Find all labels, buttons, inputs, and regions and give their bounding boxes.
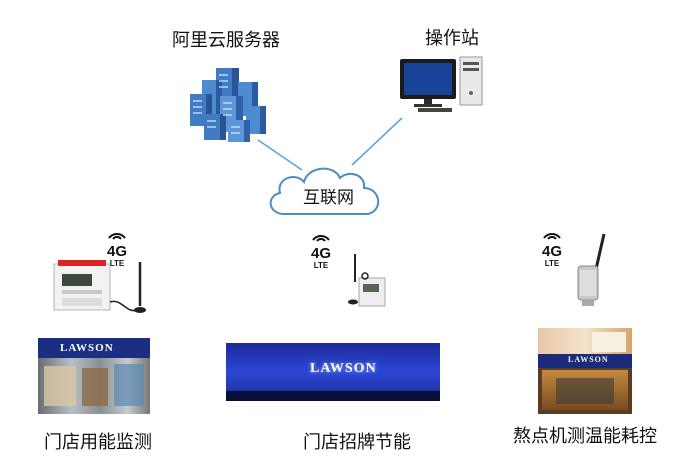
internet-label: 互联网 xyxy=(303,188,354,208)
wifi-signal-icon xyxy=(312,235,330,242)
lte-badge-right: 4G LTE xyxy=(535,225,569,268)
store-sign-label: 门店招牌节能 xyxy=(303,432,411,453)
server-cluster-icon xyxy=(190,68,266,142)
store-sign-photo: LAWSON xyxy=(226,343,440,401)
lte-badge-left: 4G LTE xyxy=(100,225,134,268)
internet-cloud-icon xyxy=(269,167,379,215)
network-type-text: LTE xyxy=(544,259,560,268)
link-server-internet xyxy=(257,139,303,171)
sign-controller-device-icon xyxy=(348,254,386,307)
wifi-signal-icon xyxy=(543,233,561,240)
network-generation-text: 4G xyxy=(310,245,331,262)
energy-meter-device-icon xyxy=(53,260,146,313)
store-brand-logo: LAWSON xyxy=(310,361,377,376)
network-generation-text: 4G xyxy=(541,243,562,260)
wifi-signal-icon xyxy=(108,233,126,240)
desktop-computer-icon xyxy=(400,56,483,112)
store-counter-photo: LAWSON xyxy=(538,328,632,414)
store-brand-logo: LAWSON xyxy=(60,342,114,354)
operator-station-label: 操作站 xyxy=(425,28,479,49)
store-brand-logo: LAWSON xyxy=(568,355,609,364)
lte-badge-middle: 4G LTE xyxy=(304,227,338,270)
store-energy-label: 门店用能监测 xyxy=(44,432,152,453)
cloud-server-label: 阿里云服务器 xyxy=(172,30,280,51)
network-type-text: LTE xyxy=(313,261,329,270)
network-type-text: LTE xyxy=(109,259,125,268)
temperature-sensor-device-icon xyxy=(577,233,606,306)
store-front-photo-left: LAWSON xyxy=(38,338,150,414)
network-generation-text: 4G xyxy=(106,243,127,260)
oven-temp-label: 熬点机测温能耗控 xyxy=(513,426,657,447)
link-station-internet xyxy=(351,117,403,166)
